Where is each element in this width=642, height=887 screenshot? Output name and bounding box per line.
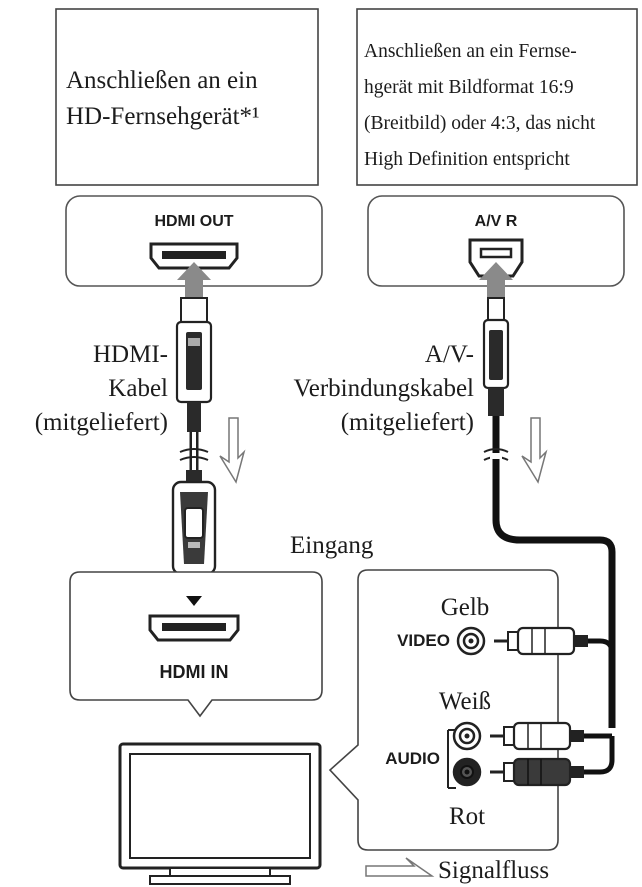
av-cable-label-line-3: (mitgeliefert) bbox=[341, 409, 474, 436]
av-cable bbox=[482, 297, 616, 728]
signal-flow-label: Signalfluss bbox=[438, 857, 549, 884]
rca-plug-yellow bbox=[494, 626, 615, 728]
hdmi-out-panel: HDMI OUT bbox=[65, 195, 323, 287]
av-r-panel: A/V R bbox=[367, 195, 625, 287]
hdmi-in-callout: HDMI IN bbox=[69, 571, 323, 718]
signal-arrow-hdmi bbox=[219, 417, 246, 484]
hdmi-in-label: HDMI IN bbox=[160, 662, 229, 682]
television-icon bbox=[118, 742, 322, 885]
audio-jack-white bbox=[452, 721, 482, 751]
red-label: Rot bbox=[449, 803, 485, 830]
white-label: Weiß bbox=[439, 688, 491, 715]
input-label: Eingang bbox=[290, 532, 374, 559]
signal-flow-legend: Signalfluss bbox=[365, 857, 549, 884]
yellow-label: Gelb bbox=[441, 594, 490, 621]
hdmi-insert-arrow bbox=[177, 262, 211, 298]
hdmi-cable-label: HDMI- Kabel (mitgeliefert) bbox=[35, 341, 168, 436]
insert-direction-marker bbox=[186, 596, 202, 606]
video-label: VIDEO bbox=[397, 631, 450, 650]
hdmi-cable-label-line-1: HDMI- bbox=[93, 341, 168, 368]
rca-plug-white bbox=[490, 721, 612, 751]
hdmi-out-label: HDMI OUT bbox=[154, 213, 233, 230]
hdmi-cable-label-line-3: (mitgeliefert) bbox=[35, 409, 168, 436]
av-r-label: A/V R bbox=[475, 213, 518, 230]
header-hd-tv: Anschließen an ein HD-Fernsehgerät*¹ bbox=[55, 8, 319, 186]
header-hd-tv-line-2: HD-Fernsehgerät*¹ bbox=[66, 103, 260, 130]
av-r-port-icon bbox=[468, 238, 524, 278]
hdmi-in-port-icon bbox=[148, 614, 240, 642]
header-sd-tv-line-3: (Breitbild) oder 4:3, das nicht bbox=[364, 113, 596, 134]
rca-plug-red bbox=[490, 736, 615, 787]
audio-label: AUDIO bbox=[385, 749, 440, 768]
header-sd-tv-line-2: hgerät mit Bildformat 16:9 bbox=[364, 77, 574, 98]
av-cable-label-line-2: Verbindungskabel bbox=[293, 375, 474, 402]
video-jack-yellow bbox=[456, 626, 486, 656]
av-insert-arrow bbox=[479, 262, 513, 298]
hdmi-cable-label-line-2: Kabel bbox=[108, 375, 168, 402]
signal-arrow-av bbox=[521, 417, 548, 484]
header-sd-tv-line-1: Anschließen an ein Fernse- bbox=[364, 41, 577, 62]
av-cable-label: A/V- Verbindungskabel (mitgeliefert) bbox=[293, 341, 474, 436]
hdmi-out-port-icon bbox=[149, 242, 239, 270]
av-cable-label-line-1: A/V- bbox=[425, 341, 474, 368]
signal-flow-icon bbox=[365, 857, 435, 877]
header-sd-tv: Anschließen an ein Fernse- hgerät mit Bi… bbox=[356, 8, 638, 186]
header-sd-tv-line-4: High Definition entspricht bbox=[364, 149, 570, 170]
hdmi-cable bbox=[171, 297, 217, 592]
header-hd-tv-line-1: Anschließen an ein bbox=[66, 67, 258, 94]
audio-jack-red bbox=[452, 757, 482, 787]
